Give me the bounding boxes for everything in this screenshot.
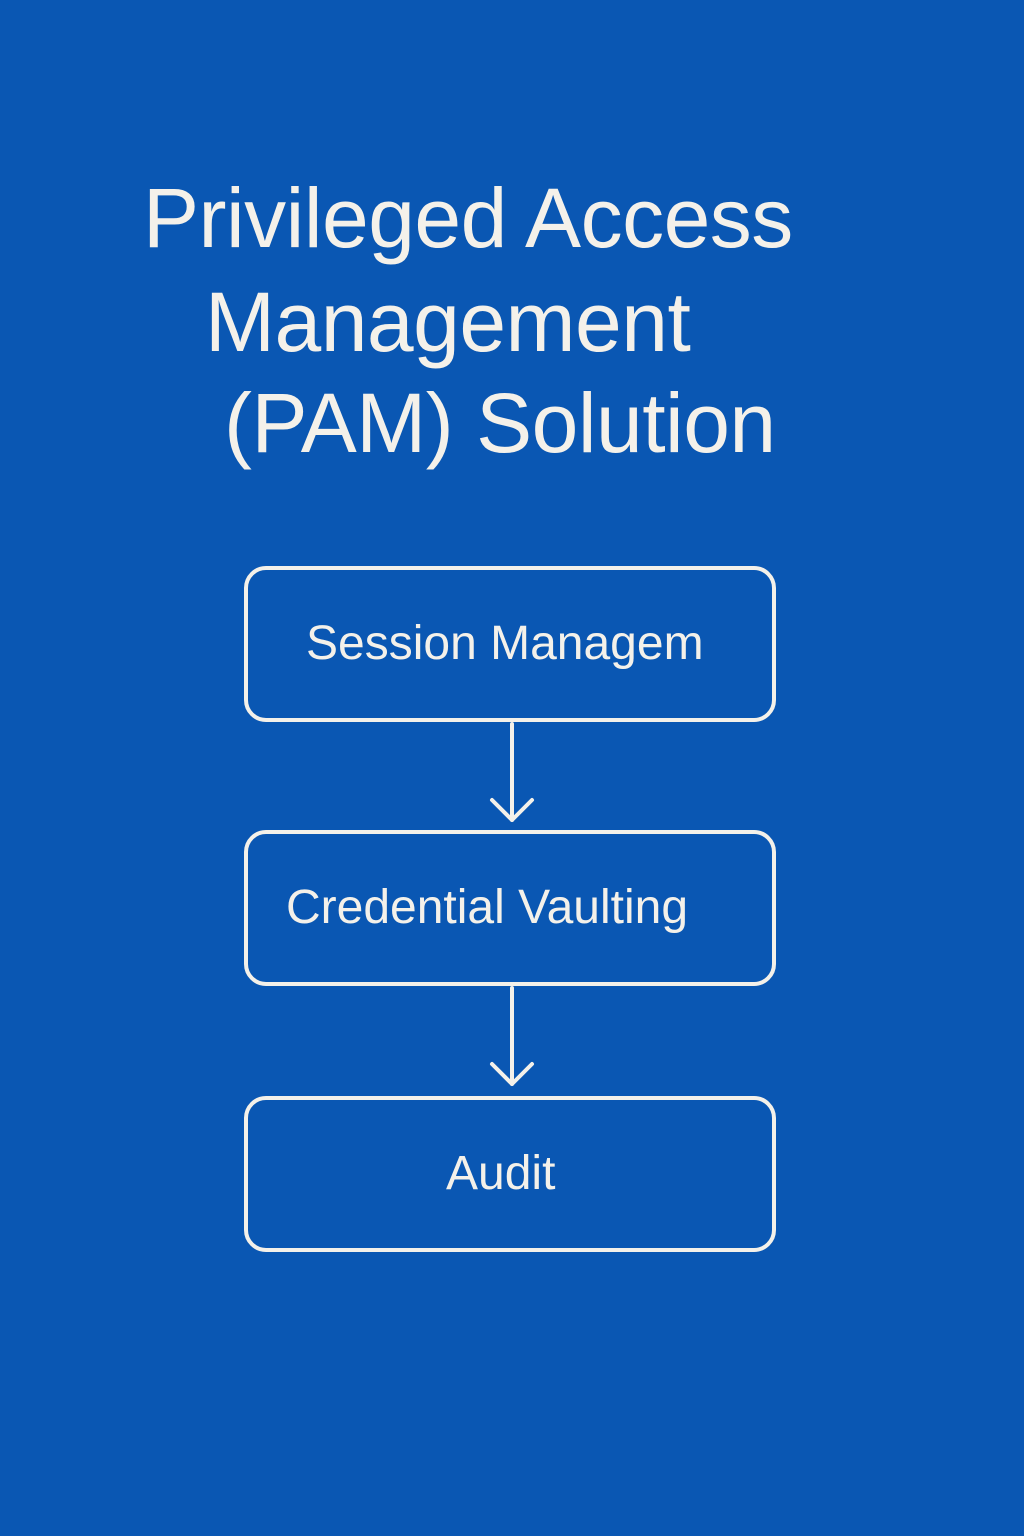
- title-line-2: Management: [205, 275, 691, 369]
- session-management-label: Session Managem: [306, 617, 704, 670]
- title-line-1: Privileged Access: [143, 171, 793, 265]
- audit-label: Audit: [446, 1147, 556, 1200]
- session-management-box: Session Managem: [244, 566, 776, 722]
- credential-vaulting-label: Credential Vaulting: [286, 881, 689, 934]
- credential-vaulting-box: Credential Vaulting: [244, 830, 776, 986]
- arrow-down-icon: [490, 986, 534, 1086]
- audit-box: Audit: [244, 1096, 776, 1252]
- title-line-3: (PAM) Solution: [224, 376, 776, 470]
- arrow-down-icon: [490, 722, 534, 822]
